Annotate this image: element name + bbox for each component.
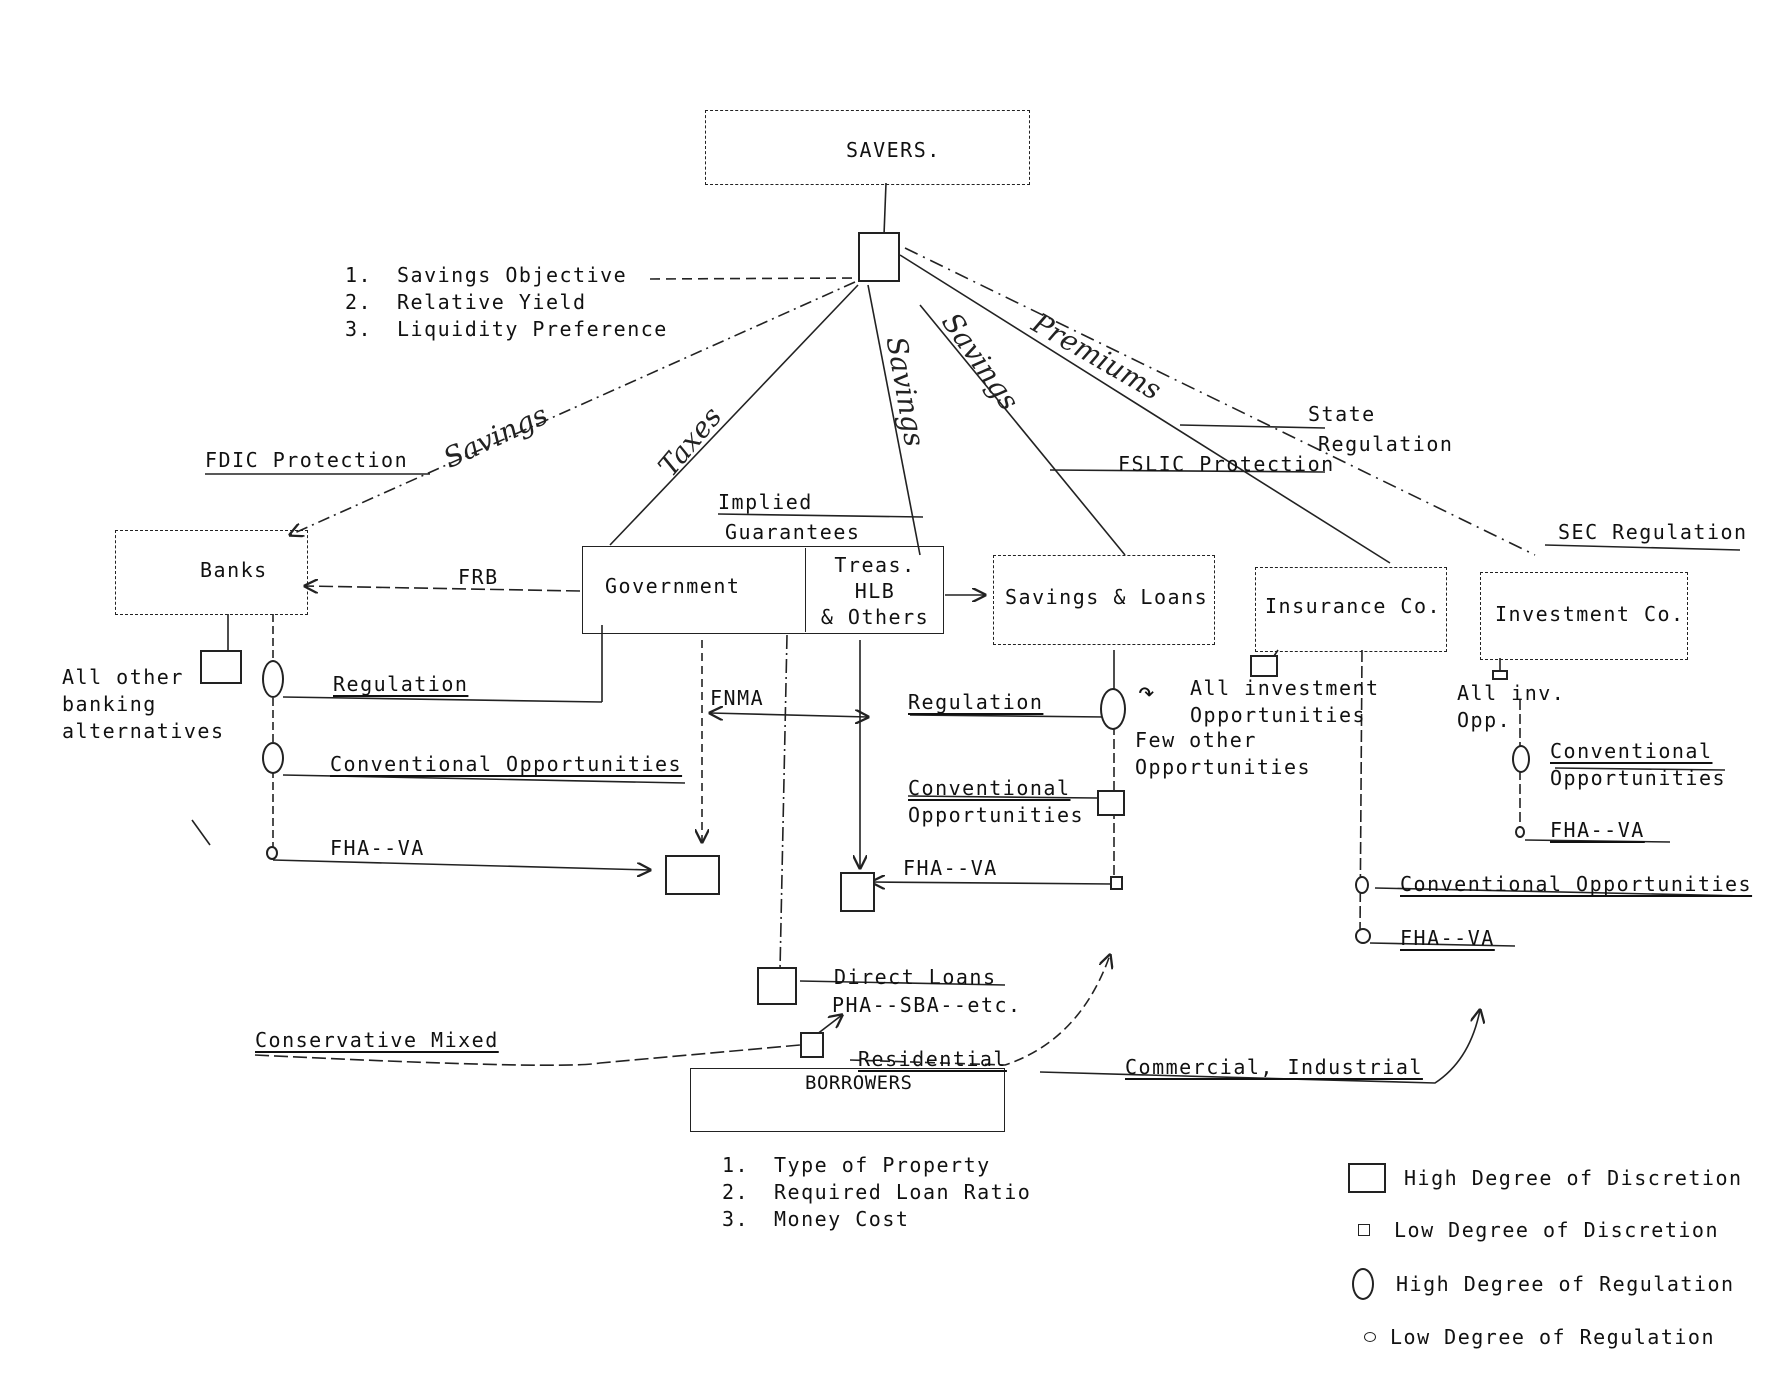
government-divider	[805, 548, 806, 632]
savings-to-banks-line	[290, 281, 856, 535]
residential-label: Residential	[858, 1047, 1007, 1071]
savers-node[interactable]	[705, 110, 1030, 185]
conservative-mixed-label: Conservative Mixed	[255, 1028, 499, 1052]
legend-item: Low Degree of Discretion	[1358, 1218, 1719, 1242]
fdic-label: FDIC Protection	[205, 448, 409, 472]
legend-item: High Degree of Regulation	[1352, 1268, 1735, 1300]
investment-fha-label: FHA--VA	[1550, 818, 1645, 842]
saver-factors-list: 1.Savings Objective 2.Relative Yield 3.L…	[345, 262, 668, 343]
borrowers-node[interactable]	[690, 1068, 1005, 1132]
insurance-node[interactable]	[1255, 567, 1447, 652]
insurance-all-investment-label: All investment Opportunities	[1190, 676, 1380, 727]
government-label: Government	[605, 574, 741, 598]
banks-node[interactable]	[115, 530, 308, 615]
fslic-label: FSLIC Protection	[1118, 452, 1335, 476]
banks-label: Banks	[200, 558, 268, 582]
list-item: 1.Savings Objective	[345, 263, 628, 287]
banks-fha-small-oval-icon	[266, 846, 278, 860]
small-square-icon	[1358, 1224, 1370, 1236]
commercial-industrial-label: Commercial, Industrial	[1125, 1055, 1423, 1079]
state-regulation-label: Regulation	[1318, 432, 1454, 456]
large-square-icon	[1348, 1163, 1386, 1193]
investment-low-discretion-square-icon	[1492, 670, 1508, 680]
pha-label: PHA--SBA--etc.	[832, 993, 1022, 1017]
curved-arrow-icon: ↷	[1138, 675, 1157, 708]
savers-label: SAVERS.	[846, 138, 941, 162]
insurance-fha-small-oval-icon	[1355, 928, 1371, 944]
legend-item: Low Degree of Regulation	[1364, 1325, 1715, 1349]
list-item: 1.Type of Property	[722, 1153, 991, 1177]
taxes-line	[609, 284, 859, 546]
sl-regulation-label: Regulation	[908, 690, 1044, 714]
savings-to-sl-line	[919, 304, 1126, 556]
investment-fha-small-oval-icon	[1515, 826, 1525, 838]
sec-label: SEC Regulation	[1558, 520, 1748, 544]
investment-conventional-oval-icon	[1512, 745, 1530, 773]
frb-label: FRB	[458, 565, 499, 589]
savings-loans-node[interactable]	[993, 555, 1215, 645]
insurance-discretion-square-icon	[1250, 655, 1278, 677]
insurance-conventional-small-oval-icon	[1355, 876, 1369, 894]
conservative-mixed-line	[254, 1044, 801, 1067]
investment-label: Investment Co.	[1495, 602, 1685, 626]
list-item: 3.Liquidity Preference	[345, 317, 668, 341]
investment-conventional-label: Conventional Opportunities	[1550, 739, 1727, 790]
savers-hub-square-icon	[858, 232, 900, 282]
commercial-curve	[1039, 1010, 1480, 1084]
banks-alternatives-label: All other banking alternatives	[62, 665, 225, 743]
banks-conventional-label: Conventional Opportunities	[330, 752, 683, 776]
frb-line	[305, 586, 581, 591]
sl-regulation-oval-icon	[1100, 688, 1126, 730]
insurance-label: Insurance Co.	[1265, 594, 1442, 618]
premiums-line	[899, 254, 1391, 564]
treasury-label: Treas. HLB & Others	[820, 553, 930, 629]
banks-regulation-oval-icon	[262, 660, 284, 698]
sl-fha-label: FHA--VA	[903, 856, 998, 880]
savings-to-treasury-line	[867, 284, 921, 556]
direct-loans-label: Direct Loans	[834, 965, 997, 989]
banks-regulation-label: Regulation	[333, 672, 469, 696]
banks-conventional-oval-icon	[262, 742, 284, 774]
implied-label: Implied	[718, 490, 813, 514]
state-label: State	[1308, 402, 1376, 426]
fnma-label: FNMA	[710, 686, 765, 710]
legend-item: High Degree of Discretion	[1348, 1163, 1743, 1193]
treasury-target-square-icon	[840, 872, 875, 912]
insurance-conventional-label: Conventional Opportunities	[1400, 872, 1753, 896]
savers-hub-line	[883, 182, 887, 236]
list-item: 3.Money Cost	[722, 1207, 910, 1231]
list-item: 2.Required Loan Ratio	[722, 1180, 1032, 1204]
borrower-factors-list: 1.Type of Property 2.Required Loan Ratio…	[722, 1152, 1031, 1233]
investment-all-inv-label: All inv. Opp.	[1457, 681, 1566, 732]
sl-conventional-label: Conventional Opportunities	[908, 776, 1085, 827]
direct-loans-square-icon	[757, 967, 797, 1005]
borrower-discretion-square-icon	[800, 1032, 824, 1058]
to-investment-line	[904, 247, 1536, 556]
banks-fha-label: FHA--VA	[330, 836, 425, 860]
sl-conventional-square-icon	[1097, 790, 1125, 816]
savings-loans-label: Savings & Loans	[1005, 585, 1209, 609]
borrowers-label: BORROWERS	[805, 1072, 913, 1094]
small-oval-icon	[1364, 1332, 1376, 1342]
sl-few-other-label: Few other Opportunities	[1135, 728, 1312, 779]
large-oval-icon	[1352, 1268, 1374, 1300]
residential-curve	[849, 955, 1110, 1066]
banks-discretion-square-icon	[200, 650, 242, 684]
banks-fha-target-square-icon	[665, 855, 720, 895]
list-item: 2.Relative Yield	[345, 290, 587, 314]
sl-fha-small-square-icon	[1110, 876, 1123, 890]
investment-node[interactable]	[1480, 572, 1688, 660]
guarantees-label: Guarantees	[725, 520, 861, 544]
objective-line	[649, 277, 856, 280]
insurance-fha-label: FHA--VA	[1400, 926, 1495, 950]
government-node[interactable]	[582, 546, 944, 634]
